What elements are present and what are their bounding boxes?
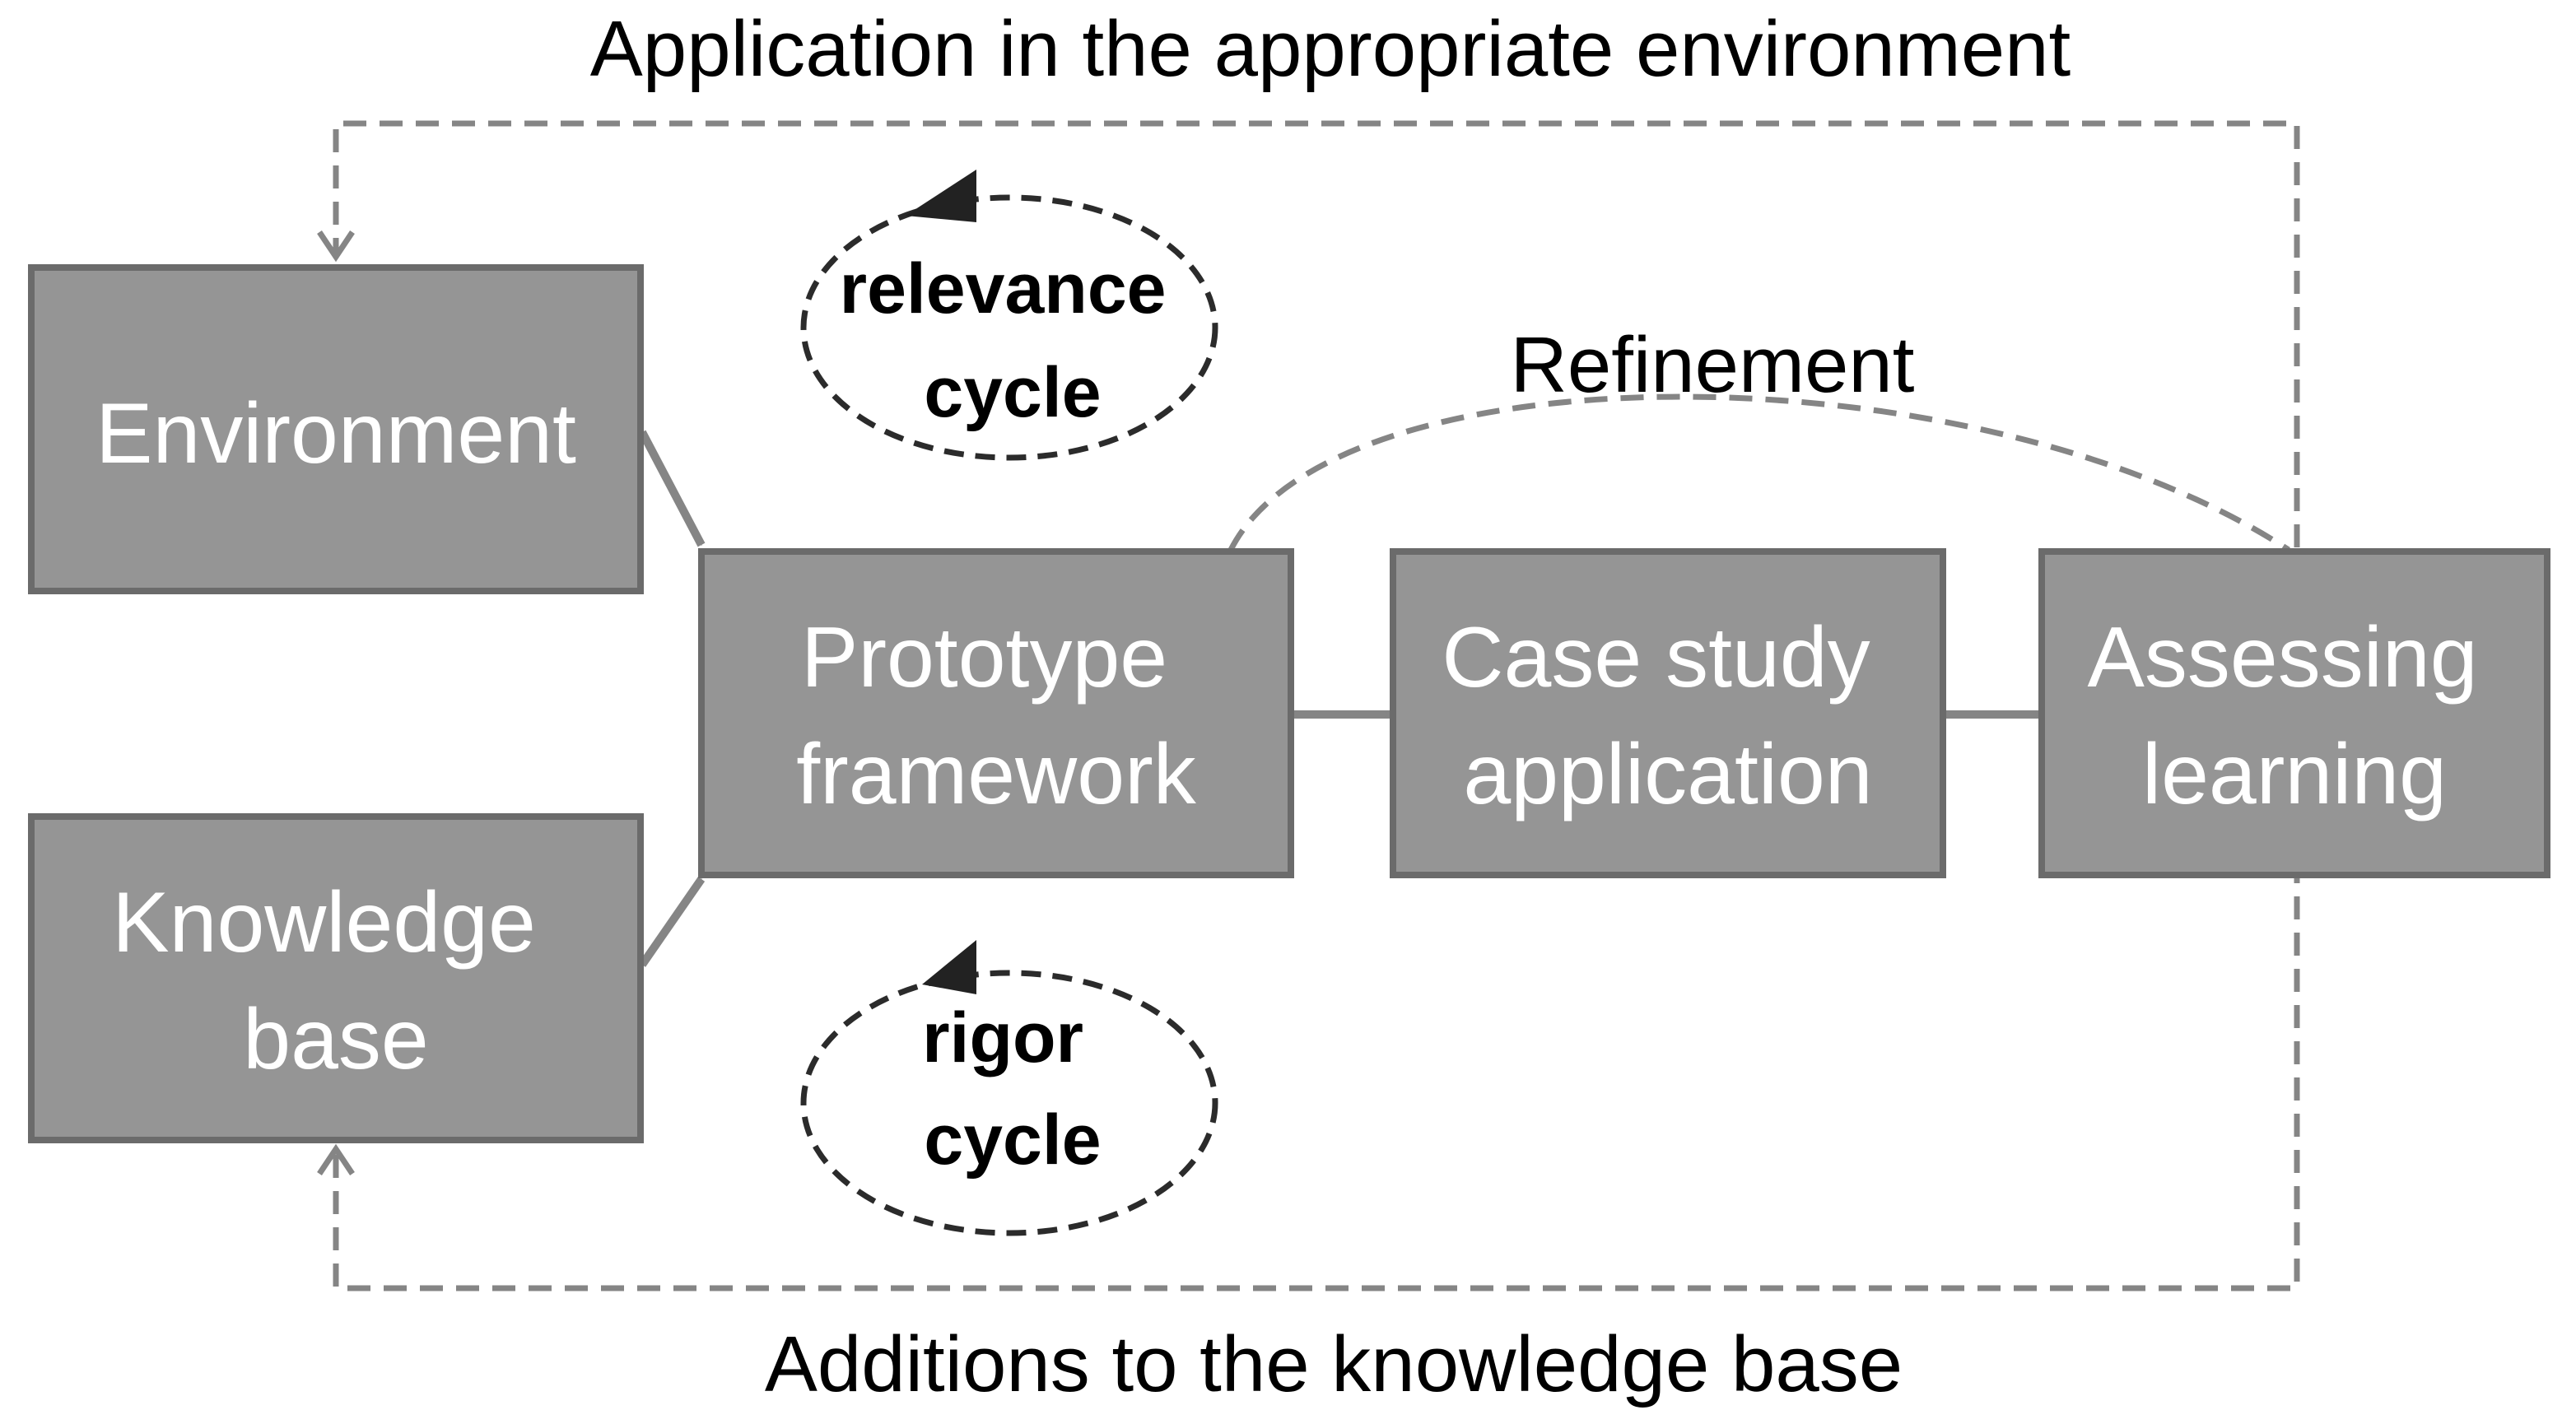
relevance-cycle-ellipse <box>800 194 1218 461</box>
bottom-caption: Additions to the knowledge base <box>765 1320 1903 1408</box>
environment-box: Environment <box>28 264 644 594</box>
prototype-framework-box: Prototype framework <box>698 548 1294 878</box>
rigor-cycle-ellipse <box>800 970 1218 1236</box>
knowledge-base-box: Knowledge base <box>28 813 644 1143</box>
prototype-framework-label: Prototype framework <box>796 610 1196 822</box>
knowledge-to-prototype-arrow <box>638 877 706 967</box>
environment-label: Environment <box>95 386 576 482</box>
case-study-label: Case study application <box>1442 610 1894 822</box>
assessing-learning-box: Assessing learning <box>2038 548 2550 878</box>
refinement-arc <box>1227 393 2290 552</box>
knowledge-arrowhead-icon <box>317 1143 355 1175</box>
refinement-label: Refinement <box>1511 321 1915 409</box>
relevance-cycle-arrowhead-icon <box>906 170 976 222</box>
environment-to-prototype-arrow <box>638 430 706 547</box>
assessing-learning-label: Assessing learning <box>2088 610 2502 822</box>
case-study-box: Case study application <box>1390 548 1946 878</box>
rigor-cycle-arrowhead-icon <box>922 940 976 994</box>
application-arrowhead-icon <box>317 230 355 263</box>
top-caption: Application in the appropriate environme… <box>590 5 2071 93</box>
relevance-cycle-label: relevance cycle <box>840 249 1186 432</box>
rigor-cycle-label: rigor cycle <box>922 998 1103 1180</box>
knowledge-base-label: Knowledge base <box>112 875 560 1087</box>
